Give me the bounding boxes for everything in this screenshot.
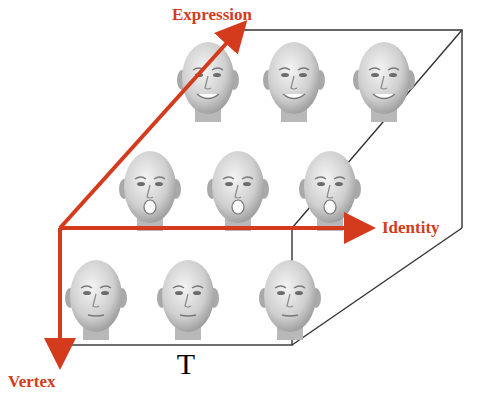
- axis-label: Identity: [382, 219, 440, 236]
- expression-axis: [60, 26, 242, 228]
- identity-axis: [60, 226, 368, 230]
- face: [65, 260, 127, 340]
- face: [353, 42, 415, 122]
- face: [263, 42, 325, 122]
- tensor-symbol: T: [177, 349, 195, 379]
- axis-label: Vertex: [8, 373, 56, 390]
- tensor-box: [60, 30, 462, 345]
- face: [259, 260, 321, 340]
- depth-edge: [292, 228, 462, 345]
- front-face: [60, 228, 292, 345]
- face: [299, 151, 361, 231]
- axis-label: Expression: [172, 6, 252, 23]
- vertex-axis: [58, 228, 62, 362]
- axes: [60, 26, 368, 362]
- face: [119, 151, 181, 231]
- face: [177, 42, 239, 122]
- face: [157, 260, 219, 340]
- face: [207, 151, 269, 231]
